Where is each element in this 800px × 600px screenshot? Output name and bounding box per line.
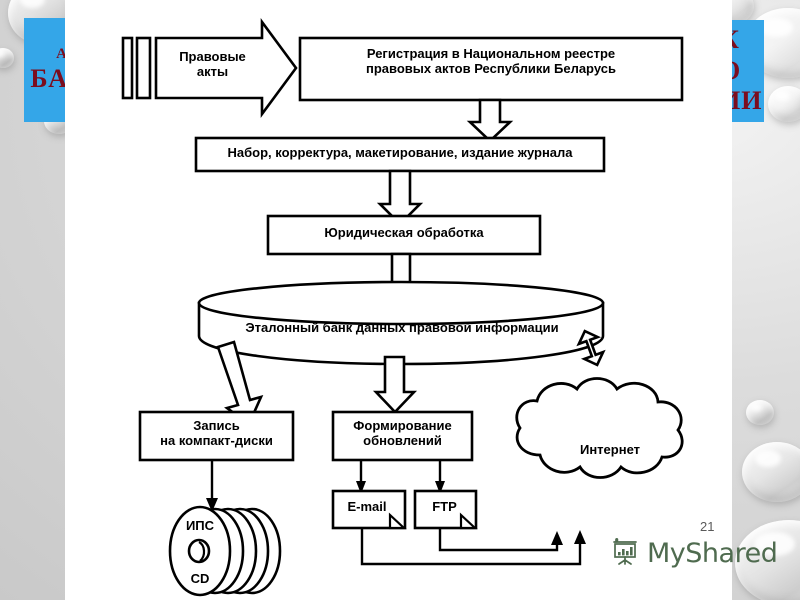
page-number: 21 (700, 519, 715, 534)
node-cd-writing (138, 410, 295, 462)
edge-registration-typesetting (466, 98, 514, 143)
edge-ftp-internet-head (551, 531, 563, 545)
node-email-fold (388, 512, 407, 530)
node-cd-stack-label-top: ИПС (185, 518, 215, 533)
myshared-label: MyShared (647, 538, 778, 569)
title-band-left-line-1: А (56, 45, 68, 62)
edge-updates-ftp-head (435, 481, 445, 494)
node-ftp-label: FTP (432, 499, 457, 514)
edge-bank-cdwriting (216, 340, 264, 426)
droplet-decoration (742, 442, 800, 502)
node-legal-processing (266, 214, 542, 256)
droplet-decoration (0, 48, 14, 68)
node-internet (515, 377, 684, 479)
node-typesetting (194, 136, 606, 173)
node-reference-bank-top (197, 280, 605, 326)
node-email-label: E-mail (347, 499, 387, 514)
node-updates (331, 410, 474, 462)
title-band-left: А БА (24, 18, 70, 122)
node-legal-processing-label: Юридическая обработка (324, 225, 484, 240)
edge-ftp-internet (438, 528, 559, 552)
node-cd-stack-label-bottom: CD (190, 571, 210, 586)
edge-updates-email-head (356, 481, 366, 494)
node-typesetting-label: Набор, корректура, макетирование, издани… (227, 145, 573, 160)
droplet-decoration (746, 400, 774, 425)
node-legal-acts (154, 18, 298, 118)
node-registration-label: Регистрация в Национальном реестре право… (366, 46, 616, 76)
edge-bank-updates (372, 355, 418, 414)
node-cd-stack (168, 505, 282, 597)
myshared-watermark[interactable]: MyShared (610, 536, 778, 571)
edge-email-internet (360, 528, 582, 566)
node-ftp-fold (459, 512, 478, 530)
node-legal-acts-label: Правовые акты (179, 49, 246, 79)
edge-typesetting-processing (376, 169, 424, 226)
edge-cdwriting-discs-head (206, 498, 218, 512)
droplet-decoration (768, 86, 800, 122)
title-band-left-line-2: БА (30, 63, 68, 93)
bar-decoration-2 (135, 36, 152, 100)
edge-email-internet-head (574, 530, 586, 544)
node-internet-label: Интернет (579, 442, 640, 457)
presentation-chart-icon (610, 536, 640, 571)
edge-bank-internet (576, 329, 606, 367)
node-cd-writing-label: Запись на компакт-диски (160, 418, 273, 448)
node-updates-label: Формирование обновлений (353, 418, 452, 448)
bar-decoration-1 (121, 36, 134, 100)
node-reference-bank-label: Эталонный банк данных правовой информаци… (245, 320, 559, 335)
node-registration (298, 36, 684, 102)
